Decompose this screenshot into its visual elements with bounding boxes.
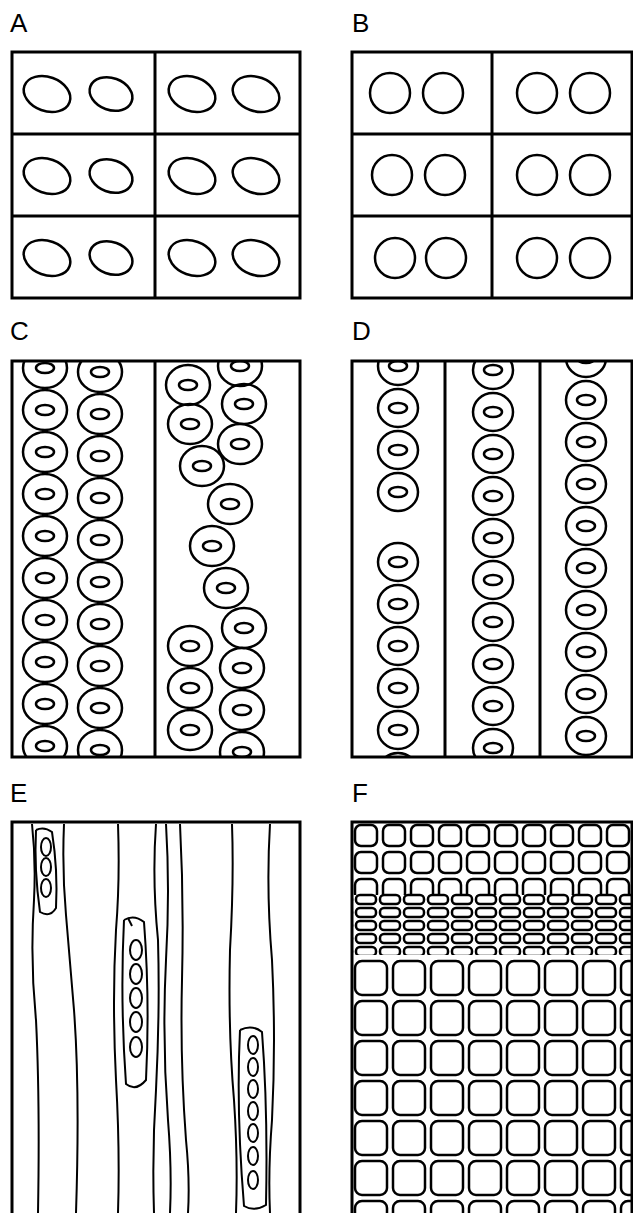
- panel-label: A: [10, 10, 27, 36]
- panel-label: F: [352, 780, 368, 806]
- panel-b: [352, 52, 632, 298]
- panel-d: [352, 339, 632, 791]
- panel-c: [12, 346, 300, 772]
- panel-label: E: [10, 780, 27, 806]
- panel-label: D: [352, 318, 371, 344]
- panel-e: [12, 822, 300, 1213]
- panel-label: C: [10, 318, 29, 344]
- panel-f: [352, 822, 632, 1213]
- panel-a: [12, 52, 300, 298]
- panel-label: B: [352, 10, 369, 36]
